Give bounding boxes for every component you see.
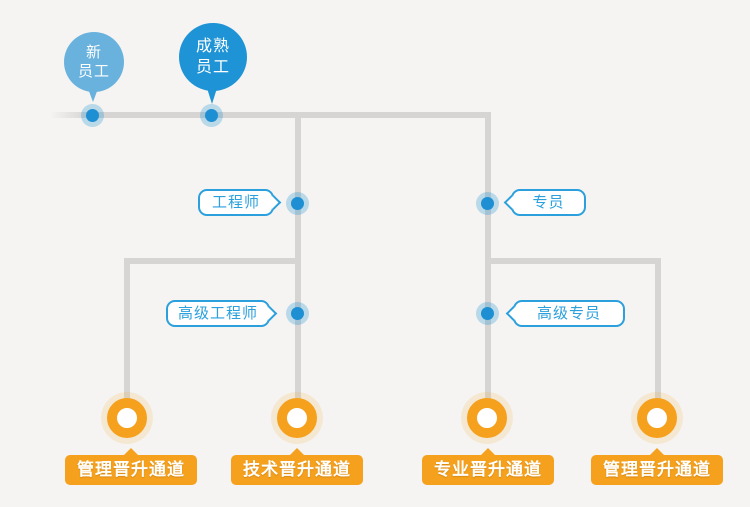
- new-employee-dot: [81, 104, 104, 127]
- mature-employee-dot: [200, 104, 223, 127]
- professional-node-icon: [467, 398, 507, 438]
- main-timeline-line: [50, 112, 491, 118]
- management-channel-left-label: 管理晋升通道: [65, 448, 197, 485]
- management-channel-right-label: 管理晋升通道: [591, 448, 723, 485]
- new-employee-bubble: 新 员工: [64, 32, 124, 92]
- mature-employee-bubble-tail: [206, 85, 218, 104]
- professional-path-line: [485, 112, 491, 400]
- senior-engineer-dot: [286, 302, 309, 325]
- right-branch-line: [485, 258, 661, 264]
- technical-channel-label: 技术晋升通道: [231, 448, 363, 485]
- mature-employee-label-line1: 成熟: [195, 38, 230, 55]
- new-employee-label-line2: 员工: [77, 63, 110, 80]
- senior-specialist-dot: [476, 302, 499, 325]
- left-branch-line: [124, 258, 301, 264]
- specialist-label: 专员: [511, 189, 586, 216]
- new-employee-label-line1: 新: [85, 44, 102, 61]
- management-left-node-icon: [107, 398, 147, 438]
- engineer-dot: [286, 192, 309, 215]
- mature-employee-label-line2: 员工: [195, 59, 230, 76]
- engineer-label: 工程师: [198, 189, 274, 216]
- senior-specialist-label: 高级专员: [513, 300, 625, 327]
- management-right-node-icon: [637, 398, 677, 438]
- specialist-dot: [476, 192, 499, 215]
- senior-engineer-label: 高级工程师: [166, 300, 270, 327]
- mature-employee-bubble: 成熟 员工: [179, 23, 247, 91]
- management-right-path-line: [655, 258, 661, 400]
- professional-channel-label: 专业晋升通道: [422, 448, 554, 485]
- technical-node-icon: [277, 398, 317, 438]
- technical-path-line: [295, 112, 301, 400]
- management-left-path-line: [124, 258, 130, 400]
- new-employee-bubble-tail: [87, 86, 99, 102]
